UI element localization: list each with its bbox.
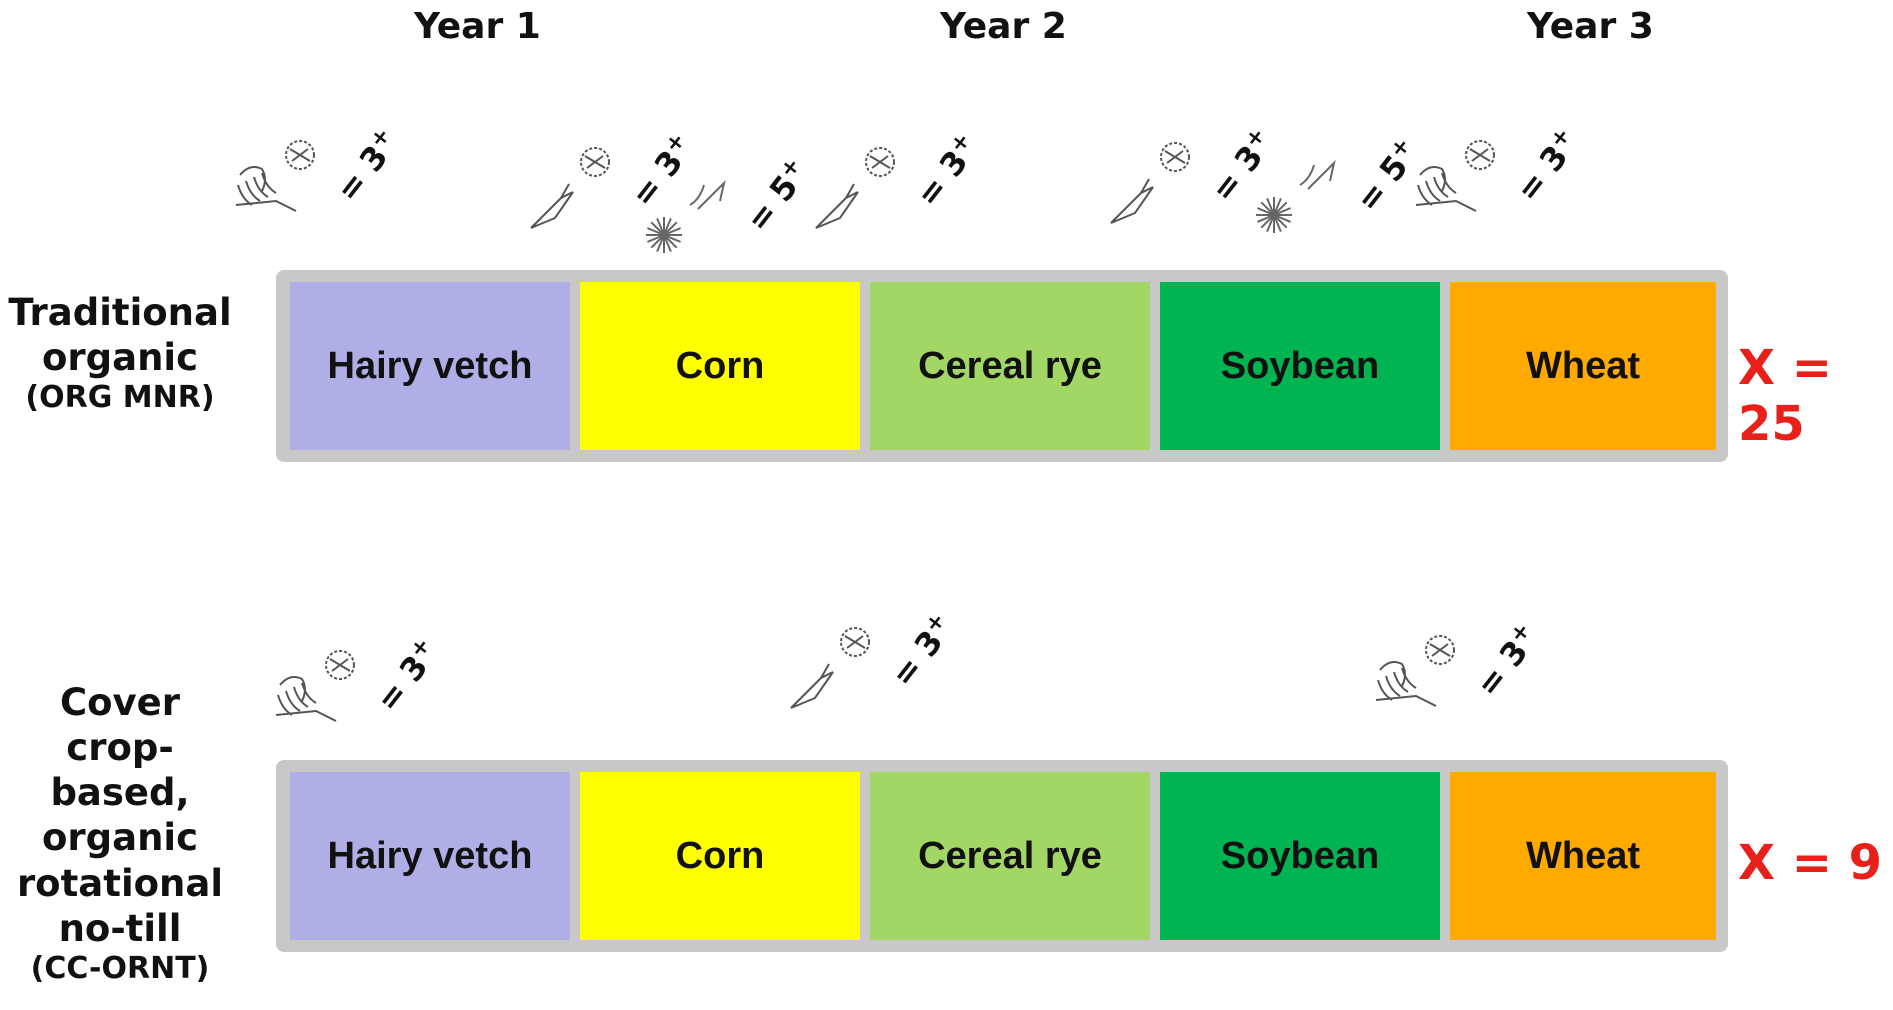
operation-count-label: = 3+ [883, 608, 952, 694]
year-1-header: Year 1 [414, 6, 541, 47]
crop-wheat: Wheat [1450, 282, 1716, 450]
row-2-total: X = 9 [1738, 835, 1883, 891]
chisel-plow-icon [810, 140, 905, 240]
crop-cereal-rye: Cereal rye [870, 282, 1150, 450]
row-1-rotation-bar: Hairy vetch Corn Cereal rye Soybean Whea… [276, 270, 1728, 462]
crop-corn: Corn [580, 282, 860, 450]
operation-count-label: = 3+ [328, 123, 397, 209]
row-1-abbr: (ORG MNR) [25, 380, 215, 416]
operation-count-label: = 3+ [1468, 618, 1537, 704]
chisel-plow-icon [785, 620, 880, 720]
year-2-header: Year 2 [940, 6, 1067, 47]
row-2-abbr: (CC-ORNT) [30, 950, 210, 986]
row-1-label: Traditional organic (ORG MNR) [0, 290, 240, 417]
row-1-total: X = 25 [1738, 340, 1832, 452]
year-3-header: Year 3 [1527, 6, 1654, 47]
operation-count-label: = 3+ [908, 128, 977, 214]
crop-hairy-vetch: Hairy vetch [290, 772, 570, 940]
row-1-title: Traditional organic [8, 291, 232, 380]
rotary-hoe-cultivator-icon [640, 165, 735, 265]
row-2-rotation-bar: Hairy vetch Corn Cereal rye Soybean Whea… [276, 760, 1728, 952]
crop-soybean: Soybean [1160, 772, 1440, 940]
row-2-label: Cover crop-based, organic rotational no-… [0, 680, 240, 987]
crop-cereal-rye: Cereal rye [870, 772, 1150, 940]
rotary-hoe-cultivator-icon [1250, 145, 1345, 245]
disk-harrow-plow-icon [230, 135, 325, 235]
operation-count-label: = 3+ [368, 633, 437, 719]
row-2-title: Cover crop-based, organic rotational no-… [16, 681, 224, 950]
chisel-plow-icon [525, 140, 620, 240]
crop-corn: Corn [580, 772, 860, 940]
crop-wheat: Wheat [1450, 772, 1716, 940]
crop-hairy-vetch: Hairy vetch [290, 282, 570, 450]
disk-harrow-plow-icon [1410, 135, 1505, 235]
operation-count-label: = 5+ [738, 153, 807, 239]
crop-soybean: Soybean [1160, 282, 1440, 450]
chisel-plow-icon [1105, 135, 1200, 235]
disk-harrow-plow-icon [270, 645, 365, 745]
operation-count-label: = 3+ [1508, 123, 1577, 209]
disk-harrow-plow-icon [1370, 630, 1465, 730]
